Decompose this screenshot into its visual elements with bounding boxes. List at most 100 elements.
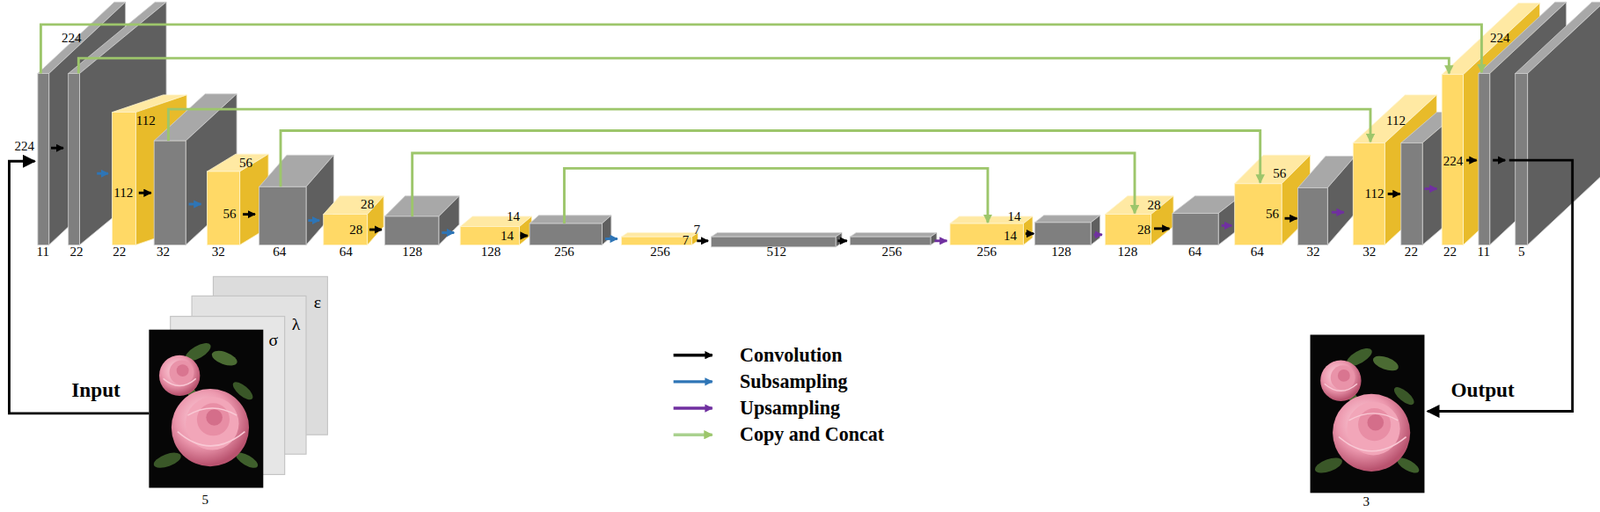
dimension-label: 512: [767, 243, 788, 261]
dimension-label: 256: [976, 243, 997, 261]
dimension-label: 256: [882, 243, 903, 261]
operation-arrow: [51, 146, 64, 150]
block-side: [1327, 155, 1355, 245]
dimension-label: 64: [339, 243, 353, 261]
dimension-label: 64: [1188, 243, 1202, 261]
dimension-label: 64: [272, 243, 286, 261]
block-front: [1034, 222, 1091, 246]
operation-arrow: [1285, 217, 1298, 220]
operation-arrow: [935, 239, 948, 242]
dimension-label: 64: [1250, 243, 1264, 261]
output-image: [1310, 335, 1425, 494]
legend-text: Copy and Concat: [739, 423, 885, 446]
block-front: [68, 73, 81, 246]
feature-map: [384, 196, 460, 246]
copy-concat-lines: [40, 24, 1482, 224]
block-front: [529, 223, 602, 245]
input-line: [8, 160, 149, 414]
block-front: [1352, 142, 1385, 245]
block-front: [949, 223, 1024, 245]
dimension-label: 22: [1404, 243, 1418, 261]
copy-concat-line: [564, 168, 988, 224]
block-side: [601, 215, 611, 246]
legend-sample: [673, 406, 713, 410]
operation-arrow: [1025, 232, 1034, 235]
dimension-label: 28: [349, 221, 363, 239]
operation-arrow: [1221, 224, 1233, 227]
copy-concat-line: [168, 109, 1371, 142]
block-front: [259, 186, 307, 245]
block-side: [1023, 216, 1033, 245]
feature-map: [529, 215, 612, 246]
feature-map: [259, 154, 335, 245]
dimension-label: 224: [1490, 29, 1511, 47]
copy-concat-line: [78, 58, 1449, 74]
feature-map: [1034, 215, 1100, 246]
feature-maps: [37, 1, 1600, 247]
legend-sample: [673, 432, 713, 436]
dimension-label: 22: [1443, 243, 1457, 261]
dimension-label: 128: [401, 243, 423, 261]
input-image: [148, 329, 264, 489]
block-front: [849, 236, 931, 245]
feature-map: [323, 196, 384, 246]
feature-map: [1172, 196, 1242, 246]
block-front: [206, 171, 240, 246]
dimension-label: 256: [554, 243, 575, 261]
feature-map: [1515, 1, 1600, 245]
block-front: [1298, 187, 1329, 245]
dimension-label: 112: [1386, 112, 1406, 130]
dimension-label: 224: [1443, 153, 1464, 170]
dimension-label: 56: [1272, 165, 1286, 183]
operation-arrow: [369, 228, 382, 232]
feature-map: [1298, 155, 1356, 245]
dimension-label: 128: [1051, 243, 1072, 261]
dimension-label: 32: [156, 243, 170, 261]
operation-arrow: [307, 219, 320, 222]
parameter-symbol: λ: [292, 314, 301, 335]
block-front: [1401, 142, 1423, 245]
operation-arrow: [1331, 211, 1345, 214]
dimension-label: 7: [694, 221, 702, 239]
dimension-label: 56: [239, 154, 253, 172]
block-front: [1441, 74, 1463, 246]
channel-count: 5: [201, 491, 209, 509]
dimension-label: 112: [136, 112, 156, 130]
operation-arrow: [605, 237, 618, 241]
dimension-label: 128: [1117, 243, 1139, 261]
copy-concat-line: [280, 130, 1261, 187]
dimension-label: 14: [1008, 208, 1022, 226]
legend-sample: [673, 353, 713, 357]
feature-map: [1104, 196, 1174, 246]
block-side: [1090, 215, 1100, 246]
operation-arrow: [242, 212, 256, 216]
dimension-label: 112: [113, 184, 133, 202]
block-front: [1104, 214, 1151, 246]
block-front: [1172, 212, 1219, 245]
operation-arrow: [1094, 233, 1103, 236]
dimension-label: 28: [1147, 197, 1162, 214]
dimension-label: 56: [1265, 205, 1279, 223]
dimension-label: 14: [500, 227, 514, 245]
operation-arrow: [1154, 226, 1169, 230]
feature-map: [112, 94, 188, 246]
operation-arrow: [1388, 192, 1401, 196]
block-side: [1527, 1, 1600, 245]
block-front: [1478, 73, 1491, 246]
block-front: [384, 216, 439, 245]
operation-arrows: [51, 147, 1506, 242]
block-front: [460, 226, 519, 246]
block-front: [1234, 183, 1282, 246]
dimension-label: 14: [506, 208, 520, 226]
block-top: [1034, 215, 1100, 223]
block-side: [930, 232, 937, 245]
dimension-label: 5: [1518, 243, 1526, 261]
dimension-label: 32: [211, 243, 226, 261]
block-top: [711, 232, 842, 237]
operation-arrow: [837, 239, 847, 242]
dimension-label: 224: [14, 138, 36, 155]
copy-concat-line: [412, 153, 1135, 217]
legend-text: Upsampling: [739, 396, 841, 420]
operation-arrow: [1424, 187, 1437, 190]
